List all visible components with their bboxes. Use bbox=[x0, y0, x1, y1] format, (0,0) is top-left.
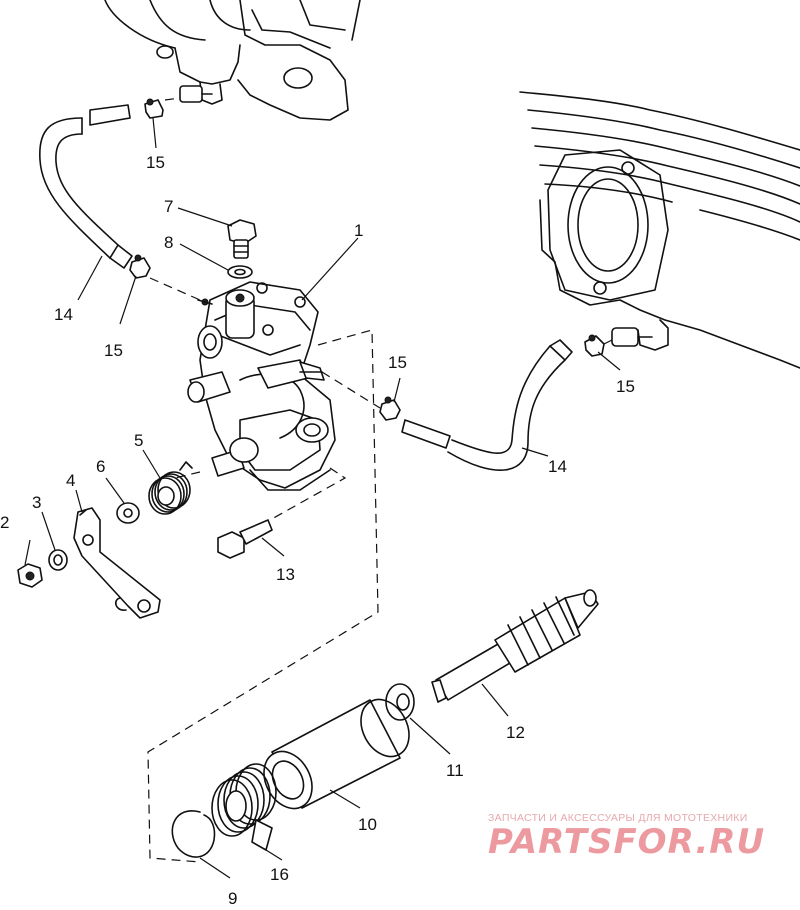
callout-5: 5 bbox=[134, 431, 143, 450]
callout-12: 12 bbox=[506, 723, 525, 742]
nut-2 bbox=[17, 563, 43, 588]
callout-10: 10 bbox=[358, 815, 377, 834]
callout-11: 11 bbox=[446, 761, 464, 780]
mounting-bolt-13 bbox=[217, 519, 273, 559]
banjo-bolt bbox=[227, 219, 257, 259]
washer-3 bbox=[48, 549, 68, 571]
thrust-washer-11 bbox=[385, 683, 415, 721]
return-spring-5 bbox=[148, 461, 193, 515]
callout-15-top: 15 bbox=[146, 153, 165, 172]
hose-clamp-right-lower bbox=[379, 396, 401, 421]
callout-15-mid: 15 bbox=[388, 353, 407, 372]
engine-cylinder-outline bbox=[519, 91, 800, 369]
callout-2: 2 bbox=[0, 513, 9, 532]
callout-13: 13 bbox=[276, 565, 295, 584]
watermark: ЗАПЧАСТИ И АКСЕССУАРЫ ДЛЯ МОТОТЕХНИКИ PA… bbox=[488, 812, 788, 862]
callout-6: 6 bbox=[96, 457, 105, 476]
callout-4: 4 bbox=[66, 471, 75, 490]
callout-14-left: 14 bbox=[54, 305, 73, 324]
oil-pump-body bbox=[187, 281, 336, 491]
callout-16: 16 bbox=[270, 865, 289, 884]
oil-hose-right bbox=[401, 339, 573, 471]
engine-crankcase-outline bbox=[104, 0, 361, 121]
leader-lines bbox=[24, 117, 621, 879]
callout-7: 7 bbox=[164, 197, 173, 216]
callout-8: 8 bbox=[164, 233, 173, 252]
callout-15-left: 15 bbox=[104, 341, 123, 360]
watermark-tagline: ЗАПЧАСТИ И АКСЕССУАРЫ ДЛЯ МОТОТЕХНИКИ bbox=[488, 812, 748, 824]
hose-clamp-top-left bbox=[144, 98, 164, 119]
watermark-logo: PARTSFOR.RU bbox=[488, 822, 766, 862]
callout-1: 1 bbox=[354, 221, 363, 240]
callout-15-right: 15 bbox=[616, 377, 635, 396]
washer-6 bbox=[116, 502, 140, 524]
hose-clamp-mid-left bbox=[129, 254, 151, 279]
pump-lever-4 bbox=[73, 507, 161, 619]
driven-gear-16 bbox=[211, 763, 277, 851]
callout-9: 9 bbox=[228, 889, 237, 908]
callout-labels: 1 2 3 4 5 6 7 8 9 10 11 12 13 14 14 15 1… bbox=[0, 153, 635, 908]
hose-clamp-right-upper bbox=[584, 334, 605, 357]
callout-14-right: 14 bbox=[548, 457, 567, 476]
oil-hose-left bbox=[39, 104, 133, 269]
callout-3: 3 bbox=[32, 493, 41, 512]
assembly-bracket bbox=[147, 329, 379, 863]
circlip-9 bbox=[171, 810, 216, 858]
sealing-washer-8 bbox=[227, 265, 253, 279]
drive-shaft-gear-12 bbox=[431, 589, 599, 703]
